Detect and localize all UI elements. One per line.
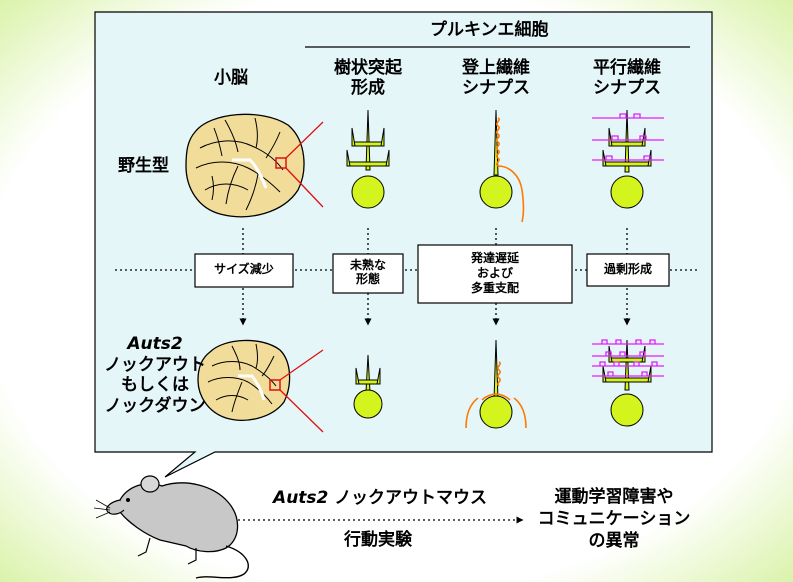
phenotype-immature-line1: 未熟な — [349, 258, 386, 272]
phenotype-excess: 過剰形成 — [603, 262, 652, 276]
col-cerebellum: 小脳 — [214, 68, 248, 88]
cerebellum-wildtype — [185, 113, 324, 218]
neuron-ko-dendrite — [353, 354, 383, 419]
row-wildtype: 野生型 — [118, 156, 169, 176]
mouse-outcome-line3: の異常 — [588, 531, 640, 552]
mouse-outcome: 運動学習障害や コミュニケーション の異常 — [524, 486, 704, 552]
mouse-title-rest: ノックアウトマウス — [328, 488, 487, 508]
neuron-wt-dendrite — [346, 109, 390, 209]
col-parallel: 平行繊維 シナプス — [587, 58, 667, 99]
col-dendrite: 樹状突起 形成 — [330, 58, 406, 99]
phenotype-delay: 発達遅延 および 多重支配 — [418, 251, 572, 296]
neuron-wt-parallel — [592, 109, 664, 209]
neuron-ko-climbing — [465, 339, 527, 429]
box-delay — [417, 244, 573, 304]
col-climbing-line1: 登上繊維 — [462, 58, 530, 78]
phenotype-immature: 未熟な 形態 — [333, 258, 403, 287]
mouse-title-gene: Auts2 — [273, 488, 329, 508]
box-size — [194, 253, 294, 288]
mouse-outcome-line1: 運動学習障害や — [554, 487, 674, 507]
phenotype-size: サイズ減少 — [214, 262, 274, 276]
row-knockout-gene: Auts2 — [127, 334, 183, 354]
phenotype-delay-line1: 発達遅延 — [470, 251, 519, 265]
row-knockout-line2: もしくは — [121, 375, 189, 396]
mouse-title: Auts2 ノックアウトマウス — [262, 488, 498, 508]
purkinje-header: プルキンエ細胞 — [430, 20, 549, 40]
box-immature — [332, 253, 404, 294]
box-excess — [586, 253, 670, 287]
mouse-experiment: 行動実験 — [344, 530, 412, 550]
phenotype-delay-line3: 多重支配 — [470, 281, 519, 295]
mouse-icon — [93, 475, 249, 579]
row-knockout: Auts2 ノックアウト もしくは ノックダウン — [100, 334, 210, 417]
col-parallel-line2: シナプス — [593, 78, 661, 99]
neuron-ko-parallel — [592, 339, 664, 427]
cerebellum-knockout — [197, 339, 324, 433]
col-dendrite-line2: 形成 — [351, 78, 385, 99]
col-dendrite-line1: 樹状突起 — [334, 58, 402, 78]
neuron-wt-climbing — [479, 109, 525, 223]
mouse-outcome-line2: コミュニケーション — [537, 509, 691, 530]
row-knockout-line1: ノックアウト — [104, 354, 206, 375]
phenotype-immature-line2: 形態 — [355, 272, 380, 287]
col-climbing: 登上繊維 シナプス — [456, 58, 536, 99]
phenotype-delay-line2: および — [476, 266, 513, 280]
col-climbing-line2: シナプス — [462, 78, 530, 99]
row-knockout-line3: ノックダウン — [104, 396, 206, 417]
col-parallel-line1: 平行繊維 — [593, 58, 661, 78]
